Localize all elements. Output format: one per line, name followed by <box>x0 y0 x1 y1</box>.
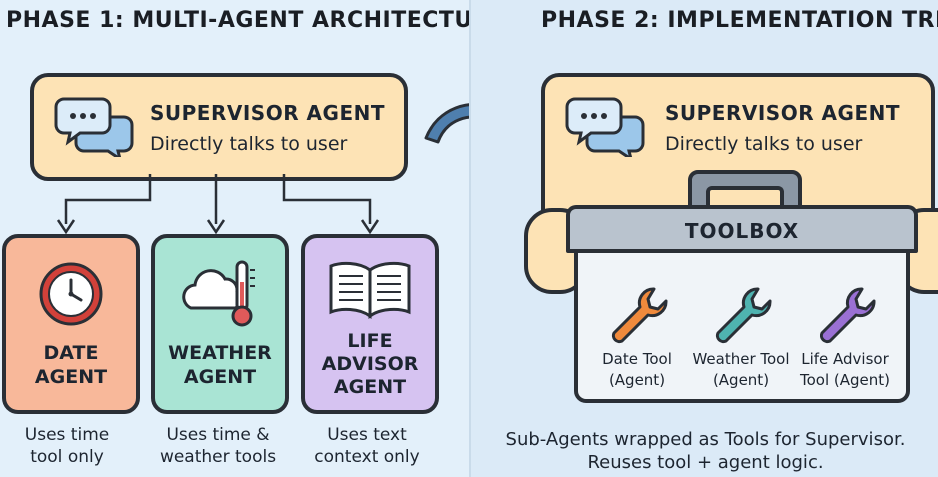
phase1-supervisor-subtitle: Directly talks to user <box>150 133 347 155</box>
phase1-supervisor-box: SUPERVISOR AGENT Directly talks to user <box>30 73 408 181</box>
weather-agent-name-2: AGENT <box>155 366 285 389</box>
life-advisor-agent-name-3: AGENT <box>305 376 435 399</box>
phase2-note-2: Reuses tool + agent logic. <box>473 451 938 474</box>
phase2-note-1: Sub-Agents wrapped as Tools for Supervis… <box>473 428 938 451</box>
weather-agent-caption-1: Uses time & <box>143 424 293 446</box>
wrench-icon <box>712 285 772 345</box>
phase2-heading: PHASE 2: IMPLEMENTATION TRICK <box>541 8 938 33</box>
chat-bubbles-icon <box>565 95 647 157</box>
connector-arrows <box>0 170 470 236</box>
date-agent-card: DATE AGENT <box>2 234 140 414</box>
phase1-supervisor-title: SUPERVISOR AGENT <box>150 101 385 125</box>
toolbox-label: TOOLBOX <box>570 219 914 243</box>
chat-bubbles-icon <box>54 95 136 157</box>
date-agent-name-1: DATE <box>6 342 136 365</box>
phase1-panel: PHASE 1: MULTI-AGENT ARCHITECTURE SUPERV… <box>0 0 470 477</box>
date-agent-caption-1: Uses time <box>0 424 142 446</box>
toolbox-lid: TOOLBOX <box>566 205 918 253</box>
life-advisor-agent-card: LIFE ADVISOR AGENT <box>301 234 439 414</box>
book-icon <box>327 258 413 320</box>
life-advisor-caption-1: Uses text <box>292 424 442 446</box>
weather-agent-name-1: WEATHER <box>155 342 285 365</box>
phase2-supervisor-title: SUPERVISOR AGENT <box>665 101 900 125</box>
weather-tool-label-1: Weather Tool <box>686 349 796 370</box>
life-advisor-tool-label-1: Life Advisor <box>790 349 900 370</box>
date-tool-label-1: Date Tool <box>582 349 692 370</box>
life-advisor-agent-name-1: LIFE <box>305 330 435 353</box>
weather-agent-caption-2: weather tools <box>143 446 293 468</box>
toolbox: TOOLBOX Date Tool (Agent) Weather Tool (… <box>566 205 918 403</box>
wrench-icon <box>816 285 876 345</box>
date-agent-caption-2: tool only <box>0 446 142 468</box>
weather-agent-card: WEATHER AGENT <box>151 234 289 414</box>
wrench-icon <box>608 285 668 345</box>
phase2-supervisor-subtitle: Directly talks to user <box>665 133 862 155</box>
date-agent-name-2: AGENT <box>6 366 136 389</box>
date-tool-label-2: (Agent) <box>582 370 692 391</box>
weather-thermometer-icon <box>177 256 263 330</box>
life-advisor-agent-name-2: ADVISOR <box>305 353 435 376</box>
phase1-heading: PHASE 1: MULTI-AGENT ARCHITECTURE <box>6 8 506 33</box>
weather-tool-label-2: (Agent) <box>686 370 796 391</box>
life-advisor-caption-2: context only <box>292 446 442 468</box>
toolbox-body: Date Tool (Agent) Weather Tool (Agent) L… <box>574 249 910 403</box>
clock-icon <box>37 260 105 328</box>
life-advisor-tool-label-2: Tool (Agent) <box>790 370 900 391</box>
